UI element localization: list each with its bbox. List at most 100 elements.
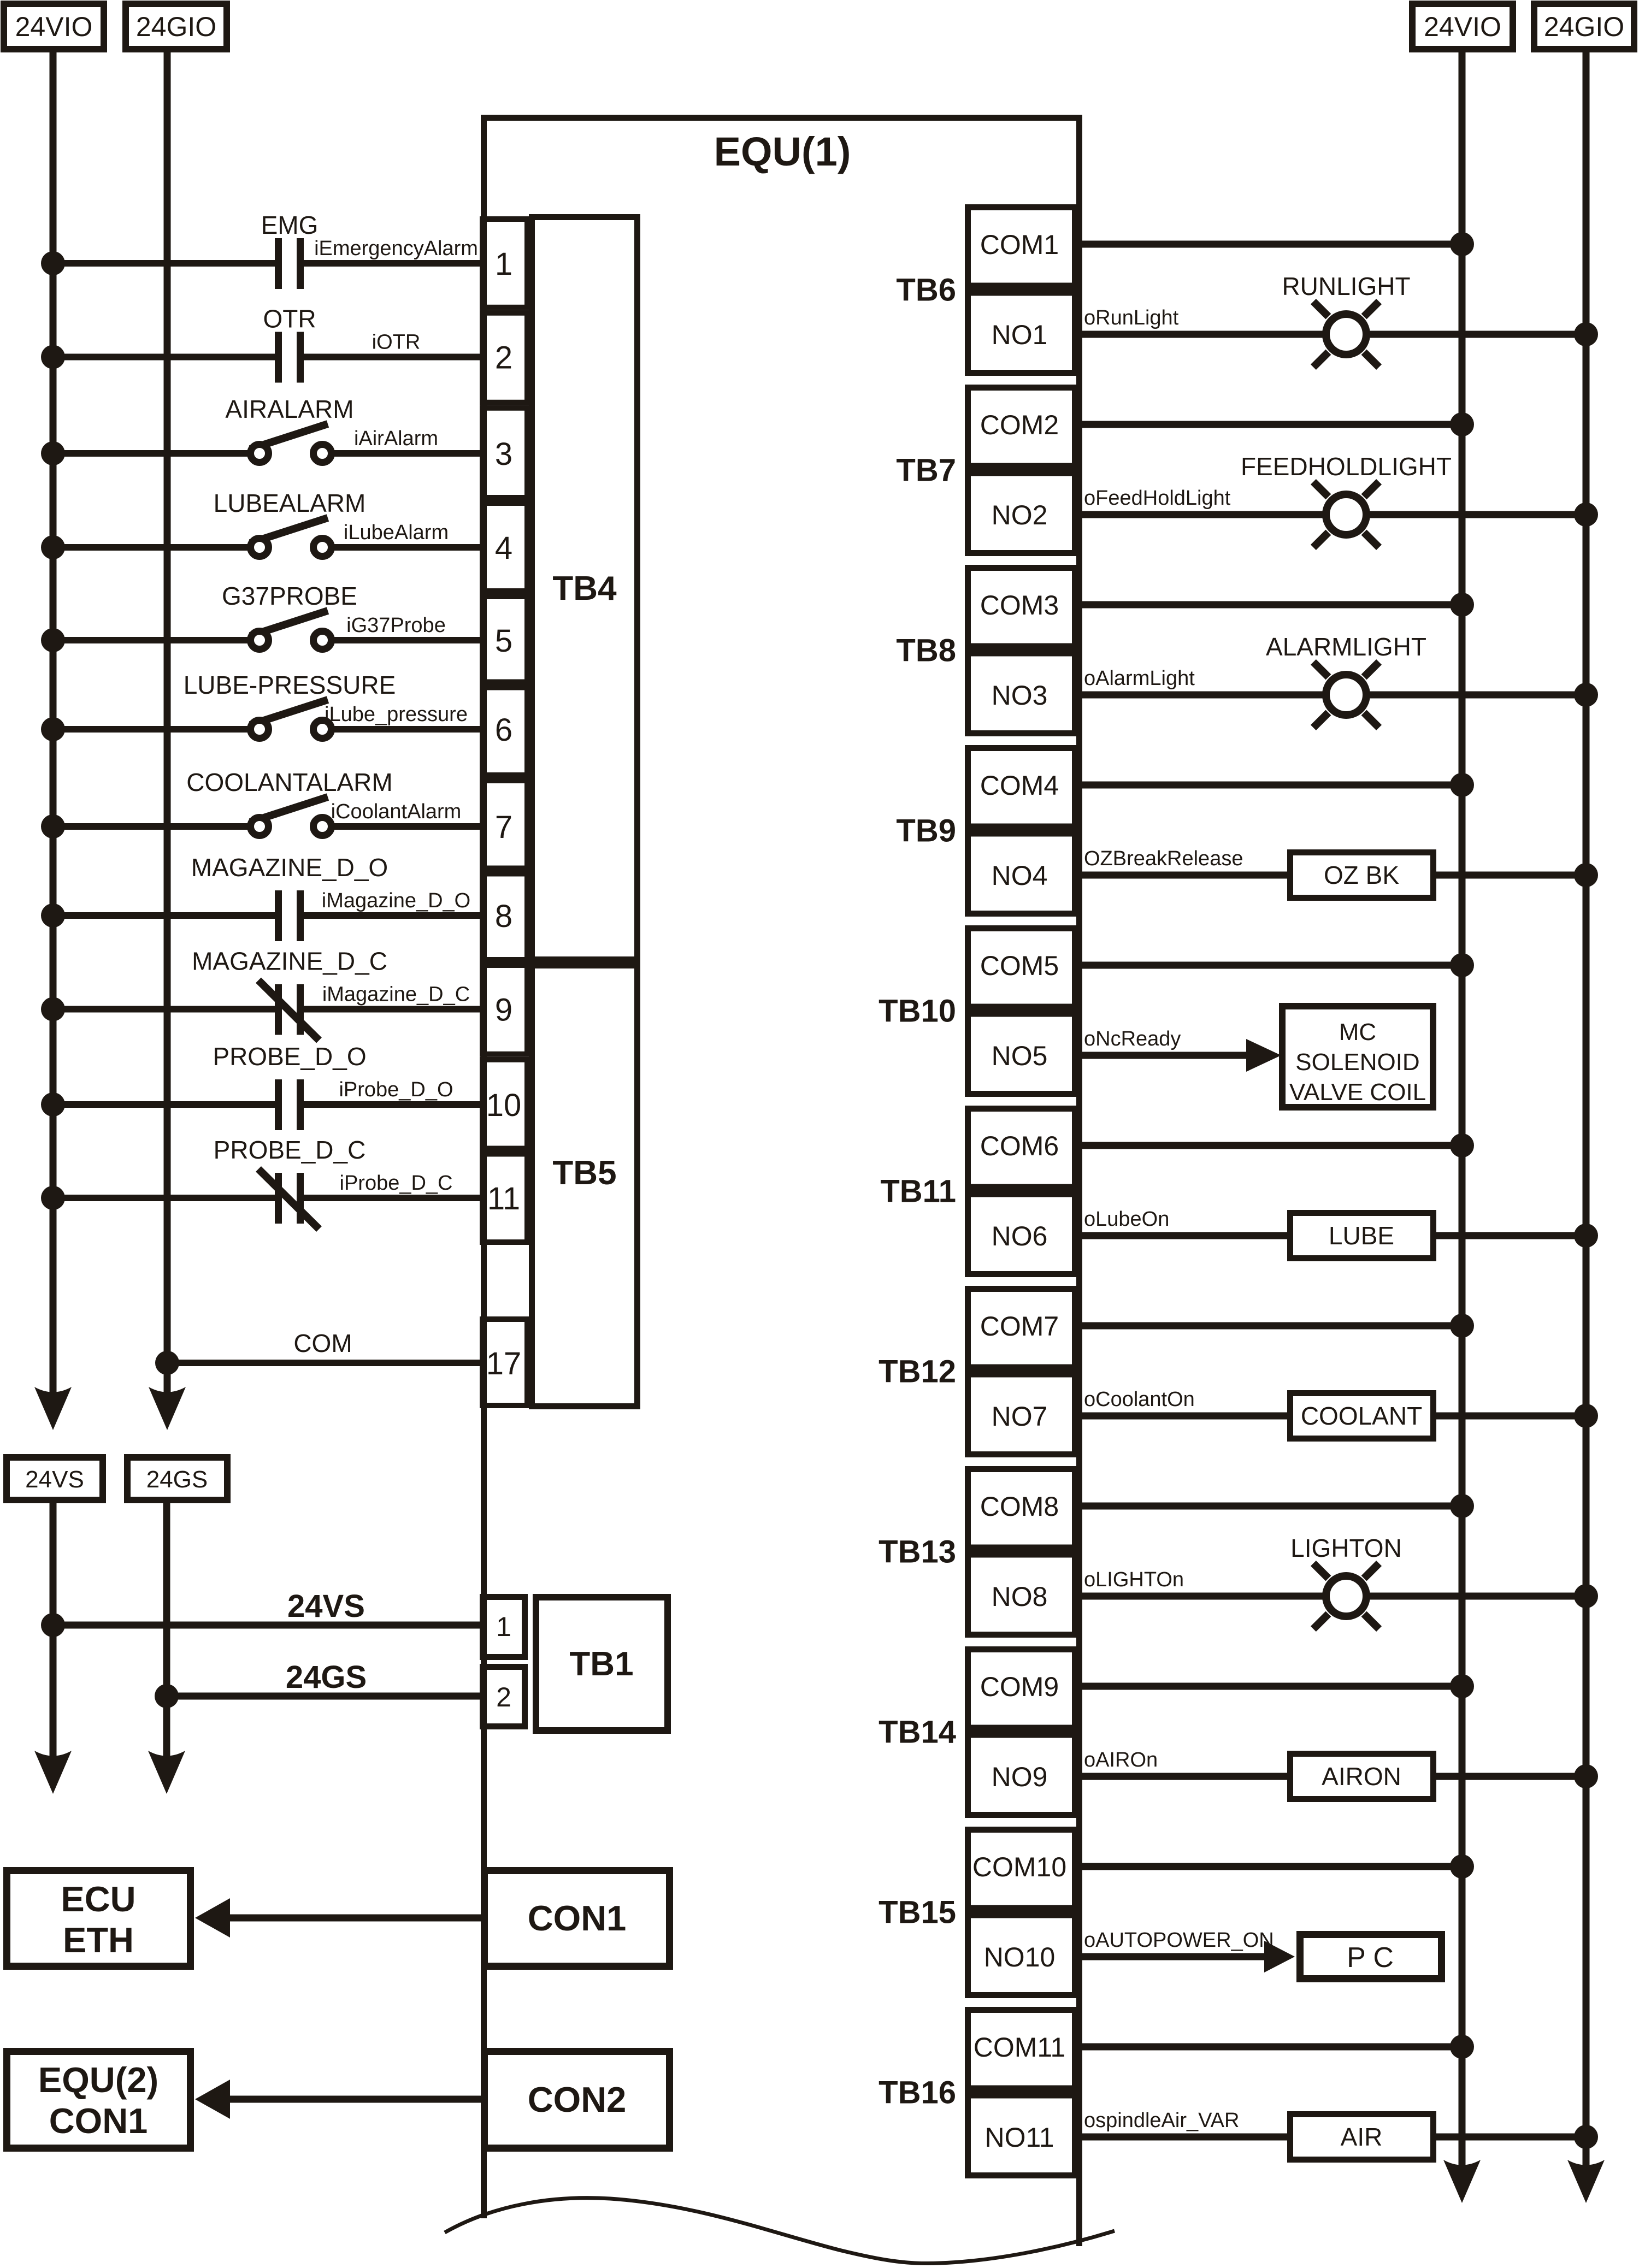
svg-text:MC: MC xyxy=(1339,1019,1376,1046)
svg-text:2: 2 xyxy=(496,1682,511,1712)
svg-text:COOLANT: COOLANT xyxy=(1301,1402,1422,1430)
svg-text:COM7: COM7 xyxy=(980,1311,1059,1342)
svg-text:CON1: CON1 xyxy=(49,2101,148,2141)
svg-text:LUBE: LUBE xyxy=(1329,1221,1394,1250)
svg-text:oRunLight: oRunLight xyxy=(1084,306,1179,329)
svg-text:NO3: NO3 xyxy=(992,680,1048,711)
svg-text:VALVE COIL: VALVE COIL xyxy=(1289,1079,1426,1106)
svg-text:ETH: ETH xyxy=(63,1920,134,1960)
svg-text:1: 1 xyxy=(495,246,512,282)
svg-text:CON2: CON2 xyxy=(528,2080,627,2119)
svg-text:1: 1 xyxy=(496,1611,511,1642)
svg-text:LUBE-PRESSURE: LUBE-PRESSURE xyxy=(184,671,396,699)
svg-text:8: 8 xyxy=(495,899,512,934)
svg-text:LIGHTON: LIGHTON xyxy=(1290,1534,1402,1562)
svg-text:NO7: NO7 xyxy=(992,1401,1048,1432)
svg-text:iProbe_D_O: iProbe_D_O xyxy=(339,1078,453,1101)
svg-text:COM10: COM10 xyxy=(972,1852,1066,1882)
svg-text:OZBreakRelease: OZBreakRelease xyxy=(1084,847,1243,870)
svg-text:iLubeAlarm: iLubeAlarm xyxy=(344,521,449,544)
svg-text:TB12: TB12 xyxy=(879,1354,956,1390)
svg-text:ECU: ECU xyxy=(61,1879,135,1919)
svg-text:COM8: COM8 xyxy=(980,1491,1059,1522)
svg-text:oCoolantOn: oCoolantOn xyxy=(1084,1388,1195,1411)
svg-text:PROBE_D_C: PROBE_D_C xyxy=(214,1136,366,1164)
svg-text:9: 9 xyxy=(495,993,512,1028)
svg-text:oAIROn: oAIROn xyxy=(1084,1749,1158,1771)
svg-text:6: 6 xyxy=(495,712,512,748)
svg-text:4: 4 xyxy=(495,530,512,566)
svg-text:EQU(1): EQU(1) xyxy=(714,129,851,174)
svg-text:NO10: NO10 xyxy=(984,1942,1056,1972)
svg-text:TB9: TB9 xyxy=(896,813,956,849)
svg-text:AIR: AIR xyxy=(1341,2123,1383,2151)
svg-text:TB7: TB7 xyxy=(896,453,956,488)
svg-text:NO9: NO9 xyxy=(992,1762,1048,1792)
svg-text:24VS: 24VS xyxy=(25,1466,84,1493)
svg-text:PROBE_D_O: PROBE_D_O xyxy=(213,1042,366,1071)
svg-text:ALARMLIGHT: ALARMLIGHT xyxy=(1266,633,1426,661)
svg-text:5: 5 xyxy=(495,623,512,659)
svg-text:oNcReady: oNcReady xyxy=(1084,1027,1181,1050)
svg-text:iMagazine_D_C: iMagazine_D_C xyxy=(322,983,470,1006)
svg-text:TB14: TB14 xyxy=(879,1715,956,1750)
svg-text:24VIO: 24VIO xyxy=(15,11,93,42)
svg-text:COM2: COM2 xyxy=(980,410,1059,440)
svg-text:NO6: NO6 xyxy=(992,1221,1048,1251)
svg-text:RUNLIGHT: RUNLIGHT xyxy=(1282,272,1410,300)
svg-text:MAGAZINE_D_C: MAGAZINE_D_C xyxy=(192,947,387,976)
svg-text:TB8: TB8 xyxy=(896,633,956,669)
svg-text:TB6: TB6 xyxy=(896,273,956,308)
svg-text:iAirAlarm: iAirAlarm xyxy=(354,427,438,450)
svg-text:24VIO: 24VIO xyxy=(1424,11,1501,42)
svg-text:COM1: COM1 xyxy=(980,229,1059,260)
svg-text:SOLENOID: SOLENOID xyxy=(1295,1049,1419,1076)
svg-text:iProbe_D_C: iProbe_D_C xyxy=(340,1172,453,1195)
svg-text:TB11: TB11 xyxy=(880,1174,956,1209)
svg-text:oLubeOn: oLubeOn xyxy=(1084,1208,1169,1231)
svg-text:24GS: 24GS xyxy=(286,1659,367,1695)
svg-text:AIRON: AIRON xyxy=(1322,1762,1401,1791)
svg-text:oLIGHTOn: oLIGHTOn xyxy=(1084,1568,1184,1591)
svg-text:P C: P C xyxy=(1347,1942,1394,1974)
svg-text:NO1: NO1 xyxy=(992,320,1048,350)
svg-text:NO8: NO8 xyxy=(992,1581,1048,1612)
svg-text:CON1: CON1 xyxy=(528,1898,627,1938)
svg-text:NO5: NO5 xyxy=(992,1041,1048,1071)
svg-text:MAGAZINE_D_O: MAGAZINE_D_O xyxy=(191,853,388,882)
svg-text:OZ BK: OZ BK xyxy=(1324,861,1399,889)
svg-text:iMagazine_D_O: iMagazine_D_O xyxy=(322,889,470,912)
svg-text:TB1: TB1 xyxy=(569,1645,633,1683)
svg-text:COM4: COM4 xyxy=(980,770,1059,801)
svg-text:COM11: COM11 xyxy=(974,2032,1066,2063)
svg-text:24GS: 24GS xyxy=(146,1466,208,1493)
svg-text:COOLANTALARM: COOLANTALARM xyxy=(186,768,392,796)
svg-text:oAUTOPOWER_ON: oAUTOPOWER_ON xyxy=(1084,1929,1274,1952)
svg-text:NO2: NO2 xyxy=(992,500,1048,530)
svg-text:COM6: COM6 xyxy=(980,1131,1059,1161)
svg-text:COM3: COM3 xyxy=(980,590,1059,621)
svg-text:COM5: COM5 xyxy=(980,950,1059,981)
svg-text:TB4: TB4 xyxy=(552,570,617,607)
svg-text:COM: COM xyxy=(293,1329,352,1357)
svg-text:2: 2 xyxy=(495,340,512,376)
svg-text:TB13: TB13 xyxy=(879,1534,956,1570)
svg-text:iLube_pressure: iLube_pressure xyxy=(325,703,468,726)
svg-text:COM9: COM9 xyxy=(980,1672,1059,1702)
svg-text:ospindleAir_VAR: ospindleAir_VAR xyxy=(1084,2109,1239,2132)
svg-text:EQU(2): EQU(2) xyxy=(38,2060,158,2100)
svg-text:LUBEALARM: LUBEALARM xyxy=(214,489,366,517)
svg-text:11: 11 xyxy=(487,1181,520,1216)
svg-text:TB5: TB5 xyxy=(552,1154,616,1192)
svg-text:EMG: EMG xyxy=(261,211,319,239)
svg-text:oAlarmLight: oAlarmLight xyxy=(1084,667,1195,690)
svg-text:NO4: NO4 xyxy=(992,860,1048,891)
svg-text:TB10: TB10 xyxy=(879,994,956,1029)
svg-text:3: 3 xyxy=(495,436,512,472)
svg-text:NO11: NO11 xyxy=(985,2122,1054,2153)
svg-text:24GIO: 24GIO xyxy=(1544,11,1624,42)
svg-text:24VS: 24VS xyxy=(287,1588,365,1624)
svg-text:AIRALARM: AIRALARM xyxy=(225,395,353,423)
svg-text:iCoolantAlarm: iCoolantAlarm xyxy=(331,800,462,823)
svg-text:G37PROBE: G37PROBE xyxy=(222,582,357,610)
